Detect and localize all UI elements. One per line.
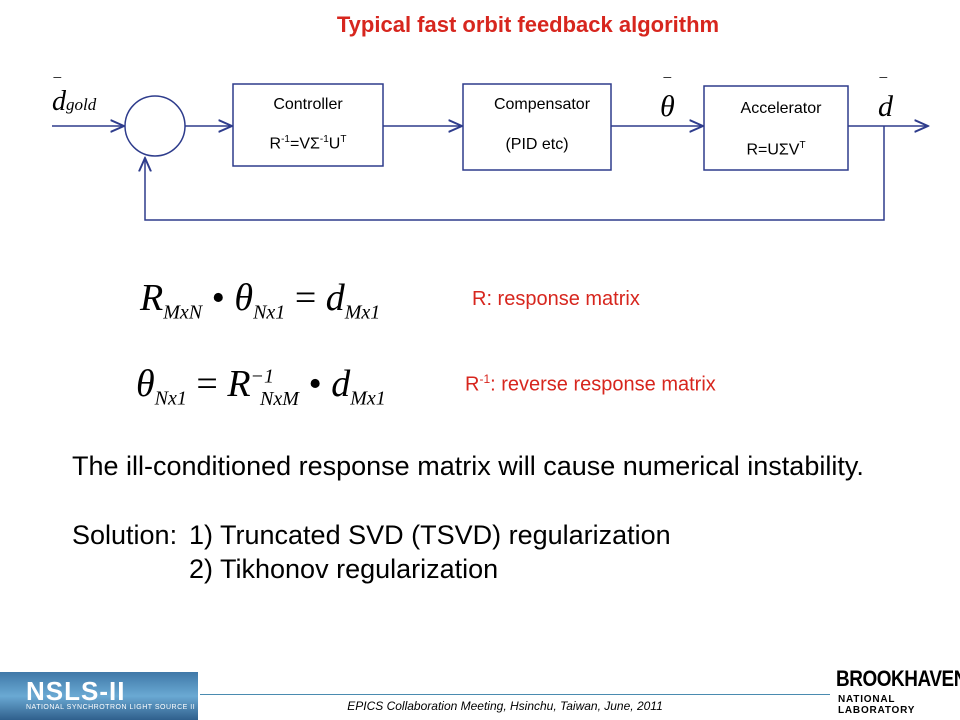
accelerator-equation: R=UΣVT	[746, 140, 806, 159]
input-label: ‾ dgold	[52, 76, 97, 117]
solution-item-1: 1) Truncated SVD (TSVD) regularization	[189, 520, 671, 550]
compensator-label: Compensator	[493, 96, 591, 113]
response-matrix-label: R: response matrix	[472, 288, 640, 310]
brookhaven-logo: BROOKHAVEN NATIONAL LABORATORY	[836, 666, 960, 716]
controller-label: Controller	[273, 96, 343, 113]
feedback-path	[145, 126, 885, 221]
instability-statement: The ill-conditioned response matrix will…	[72, 451, 864, 481]
controller-equation: R-1=VΣ-1UT	[269, 134, 347, 153]
footer-divider	[200, 694, 830, 695]
summing-junction	[124, 95, 186, 157]
compensator-box	[462, 83, 612, 171]
reverse-response-matrix-label: R-1: reverse response matrix	[465, 372, 716, 396]
compensator-detail: (PID etc)	[505, 136, 569, 153]
accelerator-label: Accelerator	[740, 100, 822, 117]
footer-caption: EPICS Collaboration Meeting, Hsinchu, Ta…	[347, 699, 663, 713]
theta-label: ‾ θ	[660, 76, 675, 123]
solution-label: Solution:	[72, 520, 178, 550]
controller-box	[232, 83, 384, 167]
solution-item-2: 2) Tikhonov regularization	[189, 554, 499, 584]
nsls-logo: NSLS-II NATIONAL SYNCHROTRON LIGHT SOURC…	[0, 672, 198, 720]
output-label: ‾ d	[878, 76, 893, 123]
equation-forward: RMxN • θNx1 = dMx1	[140, 277, 381, 324]
accelerator-box	[703, 85, 849, 171]
equation-inverse: θNx1 = R−1NxM • dMx1	[136, 363, 386, 410]
slide-title: Typical fast orbit feedback algorithm	[336, 12, 720, 37]
